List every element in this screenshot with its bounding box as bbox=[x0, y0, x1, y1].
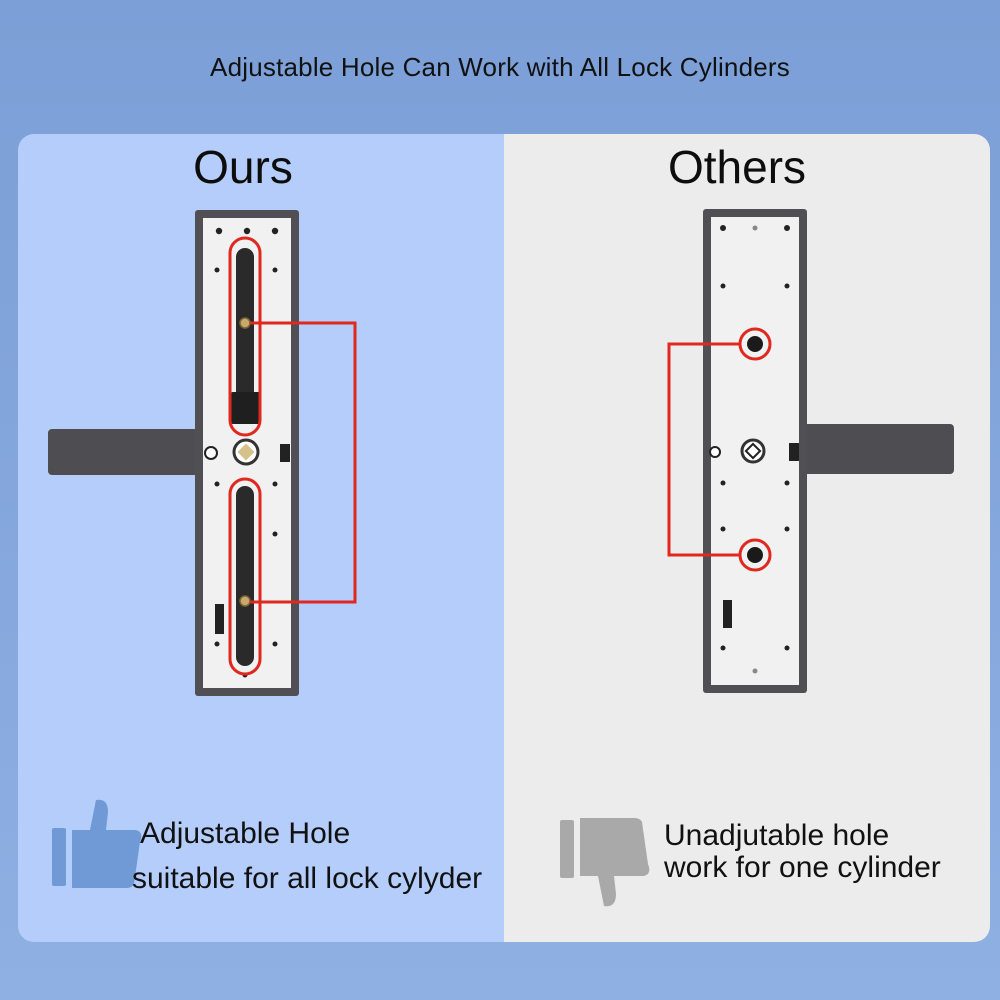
others-caption-line2: work for one cylinder bbox=[664, 851, 941, 885]
fixed-lock-illustration bbox=[667, 209, 954, 693]
others-caption: Unadjutable hole work for one cylinder bbox=[664, 819, 941, 885]
ours-caption-line2: suitable for all lock cylyder bbox=[132, 862, 483, 895]
ours-caption-line1: Adjustable Hole bbox=[140, 817, 351, 850]
headline: Adjustable Hole Can Work with All Lock C… bbox=[210, 52, 790, 82]
ours-title: Ours bbox=[193, 141, 293, 193]
panel-others: Others U bbox=[504, 134, 990, 942]
thumbs-up-icon bbox=[52, 799, 142, 888]
others-title: Others bbox=[667, 141, 807, 193]
others-caption-line1: Unadjutable hole bbox=[664, 819, 890, 852]
adjustable-lock-illustration bbox=[48, 210, 357, 696]
panel-ours: Ours bbox=[18, 134, 504, 942]
thumbs-down-icon bbox=[560, 818, 650, 907]
ours-caption: Adjustable Hole suitable for all lock cy… bbox=[132, 811, 482, 901]
